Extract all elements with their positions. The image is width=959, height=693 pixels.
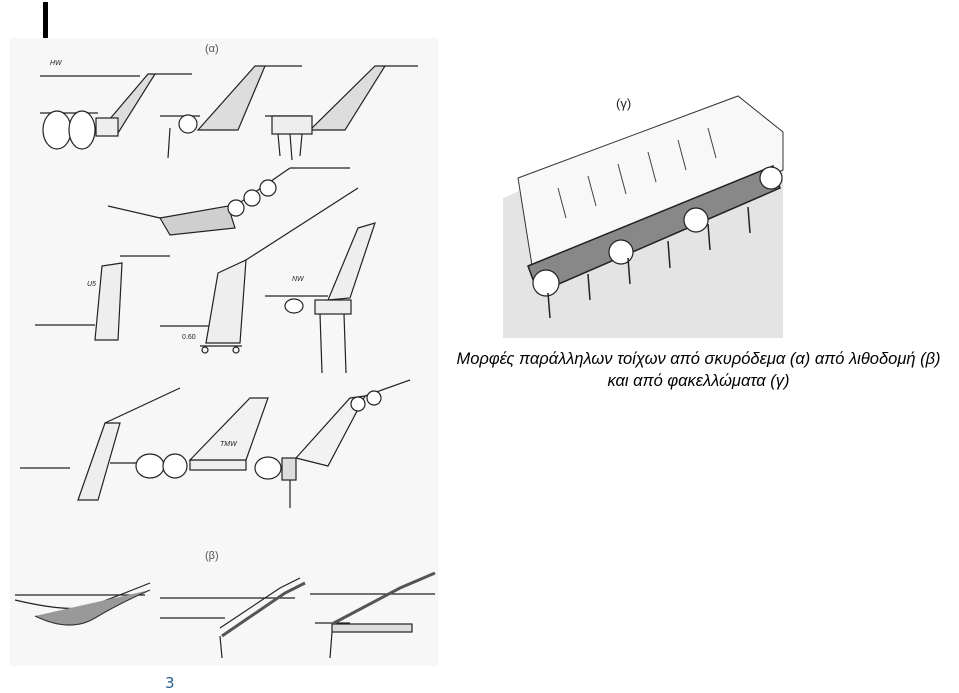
figure-caption: Μορφές παράλληλων τοίχων από σκυρόδεμα (… xyxy=(438,348,959,392)
label-b: (β) xyxy=(205,550,219,562)
us-label: U5 xyxy=(87,281,96,288)
level-label: 0.60 xyxy=(182,334,196,341)
tmw-label: TMW xyxy=(220,441,237,448)
accent-bar xyxy=(43,2,48,39)
label-a: (α) xyxy=(205,43,219,55)
sketch-panel-left: (α) (β) HW NW U5 TMW 0.60 xyxy=(10,38,438,666)
wall-types-drawing xyxy=(10,38,438,666)
caption-line-1: Μορφές παράλληλων τοίχων από σκυρόδεμα (… xyxy=(456,350,941,368)
label-g: (γ) xyxy=(616,96,632,111)
caption-line-2: και από φακελλώματα (γ) xyxy=(607,372,790,390)
page-number: 3 xyxy=(165,674,175,692)
hw-label: HW xyxy=(50,60,62,67)
nw-label: NW xyxy=(292,276,304,283)
fascine-wall-drawing xyxy=(438,78,959,338)
fascine-panel: (γ) Μορφές παράλληλων τοίχων από σκυρόδε… xyxy=(438,78,959,398)
